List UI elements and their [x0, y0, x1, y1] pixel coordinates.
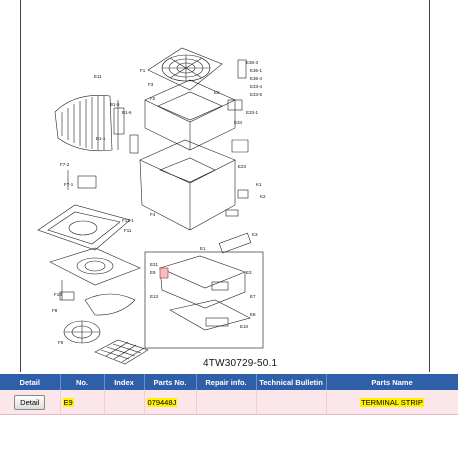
svg-text:K3: K3: [252, 232, 258, 237]
parts-table: Detail No. Index Parts No. Repair info. …: [0, 374, 458, 415]
svg-text:K1: K1: [256, 182, 262, 187]
svg-text:E33-4: E33-4: [250, 84, 263, 89]
svg-text:E8: E8: [250, 312, 256, 317]
callout-labels: E36-3 E36-1 E36-4 E33-4 E33-5 E2 E33-1 E…: [52, 60, 266, 345]
col-parts-name: Parts Name: [326, 374, 458, 390]
bell-mouth: [84, 293, 136, 316]
col-index: Index: [104, 374, 145, 390]
part-number-label: E9: [62, 397, 74, 407]
svg-text:E34: E34: [234, 120, 243, 125]
svg-text:B1-1: B1-1: [96, 136, 106, 141]
svg-text:E11: E11: [94, 74, 102, 79]
svg-text:F10: F10: [54, 292, 62, 297]
col-no: No.: [60, 374, 105, 390]
parts-name-value: TERMINAL STRIP: [360, 397, 424, 407]
svg-text:E1: E1: [200, 246, 206, 251]
repair-info-cell: [196, 390, 257, 415]
turbo-fan: [63, 320, 101, 344]
parts-no-cell: 079448J: [144, 390, 197, 415]
svg-text:E33-5: E33-5: [250, 92, 263, 97]
exploded-parts-diagram: E36-3 E36-1 E36-4 E33-4 E33-5 E2 E33-1 E…: [37, 47, 266, 365]
upper-casing: [144, 79, 236, 151]
svg-text:E36-4: E36-4: [250, 76, 263, 81]
svg-text:F9: F9: [58, 340, 64, 345]
detail-cell: Detail: [0, 390, 61, 415]
svg-text:F3: F3: [148, 82, 154, 87]
electrical-box-inset: [144, 251, 264, 349]
decoration-panel: [37, 204, 131, 251]
heat-exchanger-coil: [54, 95, 125, 152]
svg-text:E9: E9: [150, 270, 156, 275]
col-detail: Detail: [0, 374, 61, 390]
svg-text:E33-1: E33-1: [246, 110, 259, 115]
svg-text:E10: E10: [240, 324, 249, 329]
right-components: [218, 59, 252, 254]
technical-bulletin-cell: [256, 390, 327, 415]
no-cell: E9: [60, 390, 105, 415]
index-cell: [104, 390, 145, 415]
svg-text:B1-6: B1-6: [122, 110, 132, 115]
svg-text:E7: E7: [250, 294, 256, 299]
svg-text:K2: K2: [260, 194, 266, 199]
svg-text:F2: F2: [150, 96, 156, 101]
svg-text:F8: F8: [52, 308, 58, 313]
detail-button[interactable]: Detail: [14, 394, 46, 410]
diagram-code: 4TW30729-50.1: [203, 358, 278, 369]
table-header-row: Detail No. Index Parts No. Repair info. …: [0, 374, 458, 390]
top-fan-grille: [147, 47, 223, 91]
col-technical-bulletin: Technical Bulletin: [256, 374, 327, 390]
svg-text:F11: F11: [124, 228, 132, 233]
svg-text:E23: E23: [238, 164, 247, 169]
left-hardware: [59, 134, 139, 301]
air-filter: [94, 339, 149, 365]
col-parts-no: Parts No.: [144, 374, 197, 390]
svg-text:E36-3: E36-3: [246, 60, 259, 65]
svg-text:E21: E21: [150, 262, 159, 267]
svg-text:E2: E2: [214, 90, 220, 95]
svg-text:F7-1: F7-1: [64, 182, 74, 187]
svg-text:B1-5: B1-5: [110, 102, 120, 107]
parts-no-value: 079448J: [146, 397, 178, 407]
svg-text:E36-1: E36-1: [250, 68, 263, 73]
svg-text:E3: E3: [246, 270, 252, 275]
diagram-frame: [20, 0, 430, 372]
drain-pan: [49, 247, 141, 286]
svg-text:E13: E13: [150, 294, 159, 299]
svg-text:F13-1: F13-1: [122, 218, 134, 223]
svg-text:F7-2: F7-2: [60, 162, 70, 167]
col-repair-info: Repair info.: [196, 374, 257, 390]
svg-text:F4: F4: [150, 212, 156, 217]
table-row: Detail E9 079448J TERMINAL STRIP: [0, 390, 458, 415]
parts-name-cell: TERMINAL STRIP: [326, 390, 458, 415]
main-body: [139, 139, 236, 231]
svg-text:F1: F1: [140, 68, 146, 73]
